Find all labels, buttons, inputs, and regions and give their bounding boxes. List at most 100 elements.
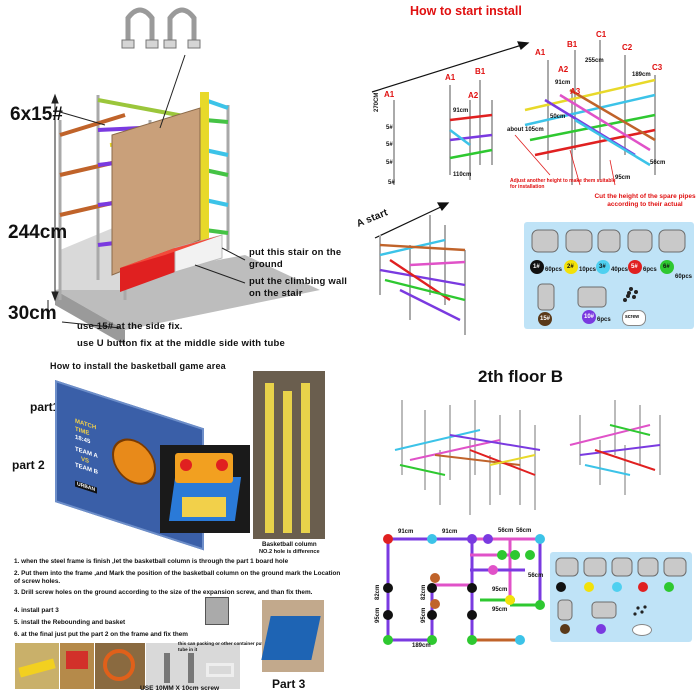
- legend-num-2: 2#: [567, 264, 574, 270]
- plan-dot: [430, 599, 440, 609]
- legend-dot-3: [596, 260, 610, 274]
- dim-255cm: 255cm: [585, 58, 604, 64]
- plan-dim-56-a: 56cm: [498, 528, 514, 534]
- board-brand: URBAN: [75, 480, 98, 494]
- legend-item-1: 1# 60pcs: [530, 260, 562, 279]
- floor-b-section: 2th floor B: [350, 355, 700, 697]
- legend-num-5: 6#: [663, 264, 670, 270]
- dim-50cm: 50cm: [550, 114, 566, 120]
- label-244cm: 244cm: [8, 222, 68, 243]
- point-c2-step3: C2: [622, 43, 633, 52]
- floor-b-dot-5: [638, 582, 648, 592]
- fit-5b: 5#: [386, 142, 393, 148]
- plan-dot: [467, 534, 477, 544]
- photo-blue-board: [261, 616, 321, 660]
- install-title: How to start install: [410, 4, 522, 18]
- dim-91cm: 91cm: [453, 108, 469, 114]
- floor-b-dot-3: [612, 582, 622, 592]
- column-note: NO.2 hole is difference: [259, 549, 320, 555]
- legend-qty-3: 40pcs: [611, 267, 629, 273]
- legend-num-1: 1#: [533, 264, 540, 270]
- point-a2-step3: A2: [558, 65, 569, 74]
- plan-dot: [467, 583, 477, 593]
- floor-b-dot-screw: [632, 624, 652, 636]
- plan-dots: [350, 355, 700, 697]
- plan-dot: [467, 610, 477, 620]
- step-2: 2. Put them into the frame ,and Mark the…: [14, 570, 341, 585]
- plan-dot: [525, 550, 535, 560]
- plan-dot: [467, 635, 477, 645]
- plan-dim-95-v2: 95cm: [421, 607, 427, 623]
- photo-screws: [146, 643, 240, 689]
- plan-dot: [535, 600, 545, 610]
- install-steps-drawing: [371, 40, 656, 335]
- plan-dot: [488, 565, 498, 575]
- step-5: 5. install the Rebounding and basket: [14, 619, 126, 626]
- floor-b-dot-6: [664, 582, 674, 592]
- step-4: 4. install part 3: [14, 607, 59, 614]
- legend-item-2: 2# 10pcs: [564, 260, 596, 279]
- floor-b-dot-10: [596, 624, 606, 634]
- point-a3-step3: A3: [570, 87, 581, 96]
- fit-5a: 5#: [386, 125, 393, 131]
- point-a1-step1: A1: [384, 90, 395, 99]
- photo-boxes: [60, 643, 94, 689]
- note-cut: Cut the height of the spare pipes accord…: [594, 193, 696, 208]
- fit-5c: 5#: [386, 160, 393, 166]
- label-30cm: 30cm: [8, 303, 57, 324]
- plan-dot: [427, 610, 437, 620]
- fittings-graphic: [531, 229, 686, 311]
- dim-95cm: 95cm: [615, 175, 631, 181]
- plan-dot: [483, 534, 493, 544]
- plan-dot: [383, 583, 393, 593]
- legend-num-3: 3#: [599, 264, 606, 270]
- point-c1-step3: C1: [596, 30, 607, 39]
- arcade-hoop-right: [216, 459, 228, 471]
- point-c3-step3: C3: [652, 63, 663, 72]
- arcade-ramp: [182, 497, 226, 517]
- photo-net: [95, 643, 145, 689]
- plan-dot: [430, 573, 440, 583]
- floor-b-fittings-graphic: [555, 557, 687, 621]
- dim-91cm-b: 91cm: [555, 80, 571, 86]
- legend-dot-1: [530, 260, 544, 274]
- legend-qty-1: 60pcs: [545, 267, 563, 273]
- part3-label: Part 3: [272, 677, 306, 691]
- plan-dot: [427, 635, 437, 645]
- point-a2-step2: A2: [468, 91, 479, 100]
- plan-dot: [535, 534, 545, 544]
- basketball-section: How to install the basketball game area …: [0, 355, 350, 697]
- plan-dim-82-v2: 82cm: [421, 584, 427, 600]
- arcade-hoop-left: [180, 459, 192, 471]
- legend-item-5: 6# 60pcs: [660, 260, 692, 280]
- column-caption: Basketball column: [262, 541, 317, 548]
- dim-110cm: 110cm: [453, 172, 472, 178]
- legend-dot-10: [582, 310, 596, 324]
- floor-b-parts-panel: [550, 552, 692, 642]
- dim-189cm: 189cm: [632, 72, 651, 78]
- dim-270cm: 270CM: [374, 92, 380, 112]
- point-a1-step2: A1: [445, 73, 456, 82]
- plan-dim-91-b: 91cm: [442, 529, 458, 535]
- photo-screw-2: [188, 653, 194, 683]
- column-photo: [253, 371, 325, 539]
- plan-dim-91-a: 91cm: [398, 529, 414, 535]
- note-climbing-wall: put the climbing wall on the stair: [249, 276, 348, 299]
- legend-item-15: 15#: [538, 312, 552, 331]
- note-u-button: use U button fix at the middle side with…: [77, 338, 285, 349]
- basketball-title: How to install the basketball game area: [50, 361, 226, 371]
- point-a1-step3: A1: [535, 48, 546, 57]
- screw-caption: USE 10MM X 10cm screw: [140, 685, 220, 692]
- climbing-wall-drawing: [47, 7, 320, 345]
- label-6x15: 6x15#: [10, 104, 63, 125]
- board-vs: VS: [81, 456, 90, 466]
- photo-bracket: [206, 663, 234, 677]
- photo-screw-1: [164, 653, 170, 683]
- plan-dim-95-a: 95cm: [492, 587, 508, 593]
- legend-dot-4: [628, 260, 642, 274]
- photo-tube: [205, 597, 229, 625]
- legend-item-10: 10# 6pcs: [582, 310, 611, 329]
- photo-yellow-bar: [18, 658, 56, 678]
- plan-dim-189: 189cm: [412, 643, 431, 649]
- part2-label: part 2: [12, 458, 45, 472]
